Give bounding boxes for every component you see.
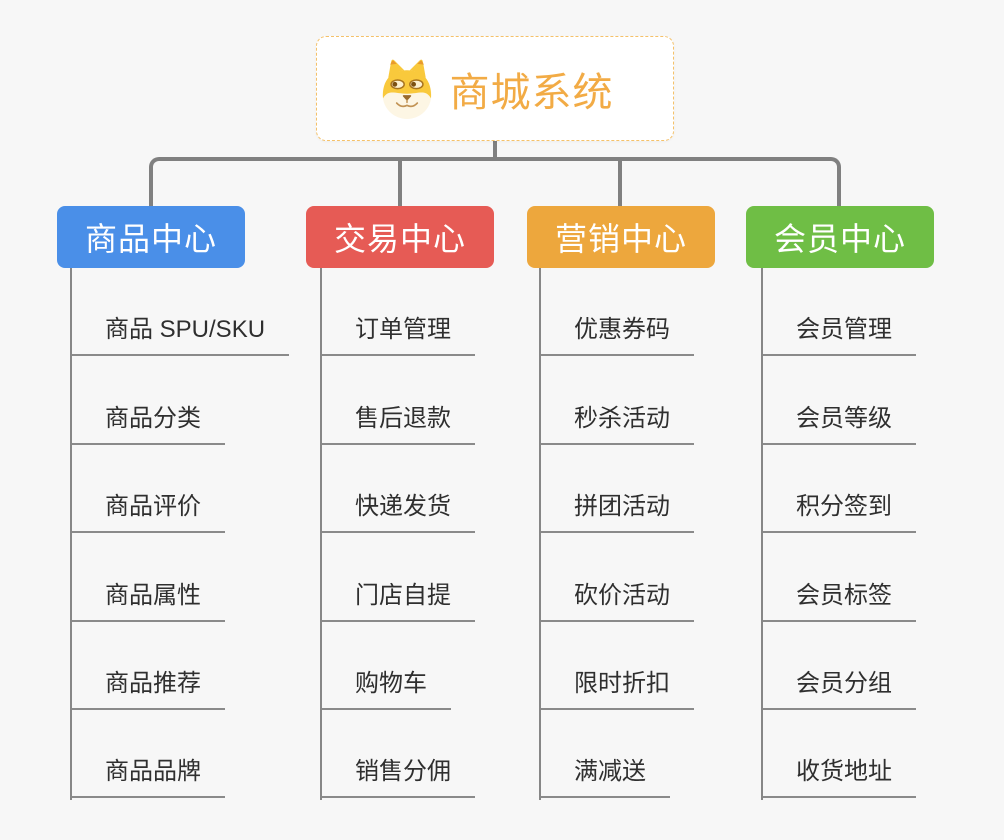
branch-node-marketing-center[interactable]: 营销中心 bbox=[527, 206, 715, 268]
child-node[interactable]: 商品推荐 bbox=[72, 662, 225, 710]
root-node-title: 商城系统 bbox=[449, 70, 614, 115]
child-node[interactable]: 销售分佣 bbox=[322, 750, 475, 798]
child-node[interactable]: 门店自提 bbox=[322, 574, 475, 622]
branch-children-marketing-center: 优惠券码 秒杀活动 拼团活动 砍价活动 限时折扣 满减送 bbox=[539, 268, 694, 800]
child-node[interactable]: 收货地址 bbox=[763, 750, 916, 798]
branch-node-trade-center[interactable]: 交易中心 bbox=[306, 206, 494, 268]
child-node[interactable]: 会员标签 bbox=[763, 574, 916, 622]
connector-drop-trade bbox=[398, 159, 402, 207]
child-node[interactable]: 商品品牌 bbox=[72, 750, 225, 798]
branch-children-product-center: 商品 SPU/SKU 商品分类 商品评价 商品属性 商品推荐 商品品牌 bbox=[70, 268, 290, 800]
child-node[interactable]: 积分签到 bbox=[763, 485, 916, 533]
child-node[interactable]: 快递发货 bbox=[322, 485, 475, 533]
connector-drop-marketing bbox=[618, 159, 622, 207]
branch-node-label: 营销中心 bbox=[554, 221, 687, 257]
child-node[interactable]: 商品 SPU/SKU bbox=[72, 308, 290, 356]
doge-dog-face-icon bbox=[382, 59, 431, 119]
branch-node-product-center[interactable]: 商品中心 bbox=[57, 206, 245, 268]
child-node[interactable]: 会员管理 bbox=[763, 308, 916, 356]
connector-root-stem bbox=[493, 140, 497, 159]
branch-children-member-center: 会员管理 会员等级 积分签到 会员标签 会员分组 收货地址 bbox=[761, 268, 916, 800]
child-node[interactable]: 售后退款 bbox=[322, 397, 475, 445]
child-node[interactable]: 满减送 bbox=[541, 750, 670, 798]
branch-node-label: 商品中心 bbox=[84, 221, 217, 257]
child-node[interactable]: 会员分组 bbox=[763, 662, 916, 710]
child-node[interactable]: 商品评价 bbox=[72, 485, 225, 533]
child-node[interactable]: 秒杀活动 bbox=[541, 397, 694, 445]
child-node[interactable]: 购物车 bbox=[322, 662, 451, 710]
branch-node-label: 会员中心 bbox=[773, 221, 906, 257]
child-node[interactable]: 砍价活动 bbox=[541, 574, 694, 622]
branch-node-member-center[interactable]: 会员中心 bbox=[746, 206, 934, 268]
child-node[interactable]: 优惠券码 bbox=[541, 308, 694, 356]
child-node[interactable]: 商品属性 bbox=[72, 574, 225, 622]
connector-branch-tree bbox=[149, 157, 841, 207]
root-node[interactable]: 商城系统 bbox=[316, 36, 674, 141]
child-node[interactable]: 订单管理 bbox=[322, 308, 475, 356]
child-node[interactable]: 限时折扣 bbox=[541, 662, 694, 710]
branch-node-label: 交易中心 bbox=[333, 221, 466, 257]
child-node[interactable]: 会员等级 bbox=[763, 397, 916, 445]
branch-children-trade-center: 订单管理 售后退款 快递发货 门店自提 购物车 销售分佣 bbox=[320, 268, 475, 800]
child-node[interactable]: 拼团活动 bbox=[541, 485, 694, 533]
child-node[interactable]: 商品分类 bbox=[72, 397, 225, 445]
